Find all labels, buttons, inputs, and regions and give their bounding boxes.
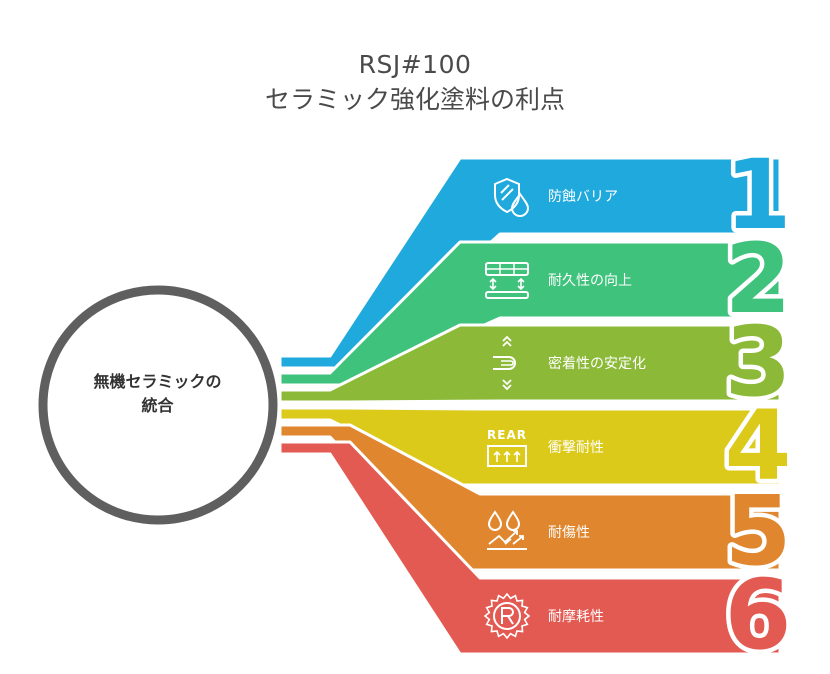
benefit-label: 耐久性の向上 <box>548 273 632 289</box>
benefit-label: 耐傷性 <box>548 525 590 541</box>
benefit-label: 耐摩耗性 <box>548 608 604 625</box>
hub-label: 無機セラミックの 統合 <box>50 370 265 418</box>
rear-icon-text: REAR <box>487 428 527 442</box>
layered-durability-icon <box>485 262 529 299</box>
benefit-label: 密着性の安定化 <box>548 355 646 372</box>
benefit-band-shape <box>278 440 782 656</box>
benefit-band-3: 密着性の安定化 3 <box>278 302 796 423</box>
diagram-title: RSJ#100 セラミック強化塗料の利点 <box>0 48 830 118</box>
benefit-band-shape <box>278 423 782 572</box>
scratch-resistance-icon <box>487 510 527 550</box>
hub-label-line2: 統合 <box>141 396 174 415</box>
adhesion-icon <box>493 335 516 391</box>
benefit-number: 2 <box>725 223 792 335</box>
hub-label-line1: 無機セラミックの <box>93 372 222 391</box>
benefit-band-5: 耐傷性 5 <box>278 423 796 592</box>
rear-impact-icon: REAR <box>487 428 527 467</box>
benefit-band-4: REAR 衝撃耐性 4 <box>278 386 796 507</box>
benefit-label: 衝撃耐性 <box>548 440 604 456</box>
benefit-number: 3 <box>725 306 792 418</box>
benefit-number: 1 <box>725 139 792 251</box>
wear-resistance-icon <box>483 592 531 640</box>
title-heading: セラミック強化塗料の利点 <box>264 85 565 114</box>
benefit-number: 4 <box>725 390 792 502</box>
shield-droplet-icon <box>494 177 530 217</box>
benefit-band-6: 耐摩耗性 6 <box>278 440 796 674</box>
hub-circle <box>38 285 278 525</box>
title-product-code: RSJ#100 <box>358 50 472 79</box>
benefit-band-shape <box>278 323 782 404</box>
benefit-label: 防蝕バリア <box>548 188 618 205</box>
benefit-number: 5 <box>725 475 792 587</box>
benefit-band-shape <box>278 406 782 487</box>
benefit-band-2: 耐久性の向上 2 <box>278 219 796 387</box>
benefit-band-shape <box>278 240 782 387</box>
benefit-number: 6 <box>725 559 792 671</box>
